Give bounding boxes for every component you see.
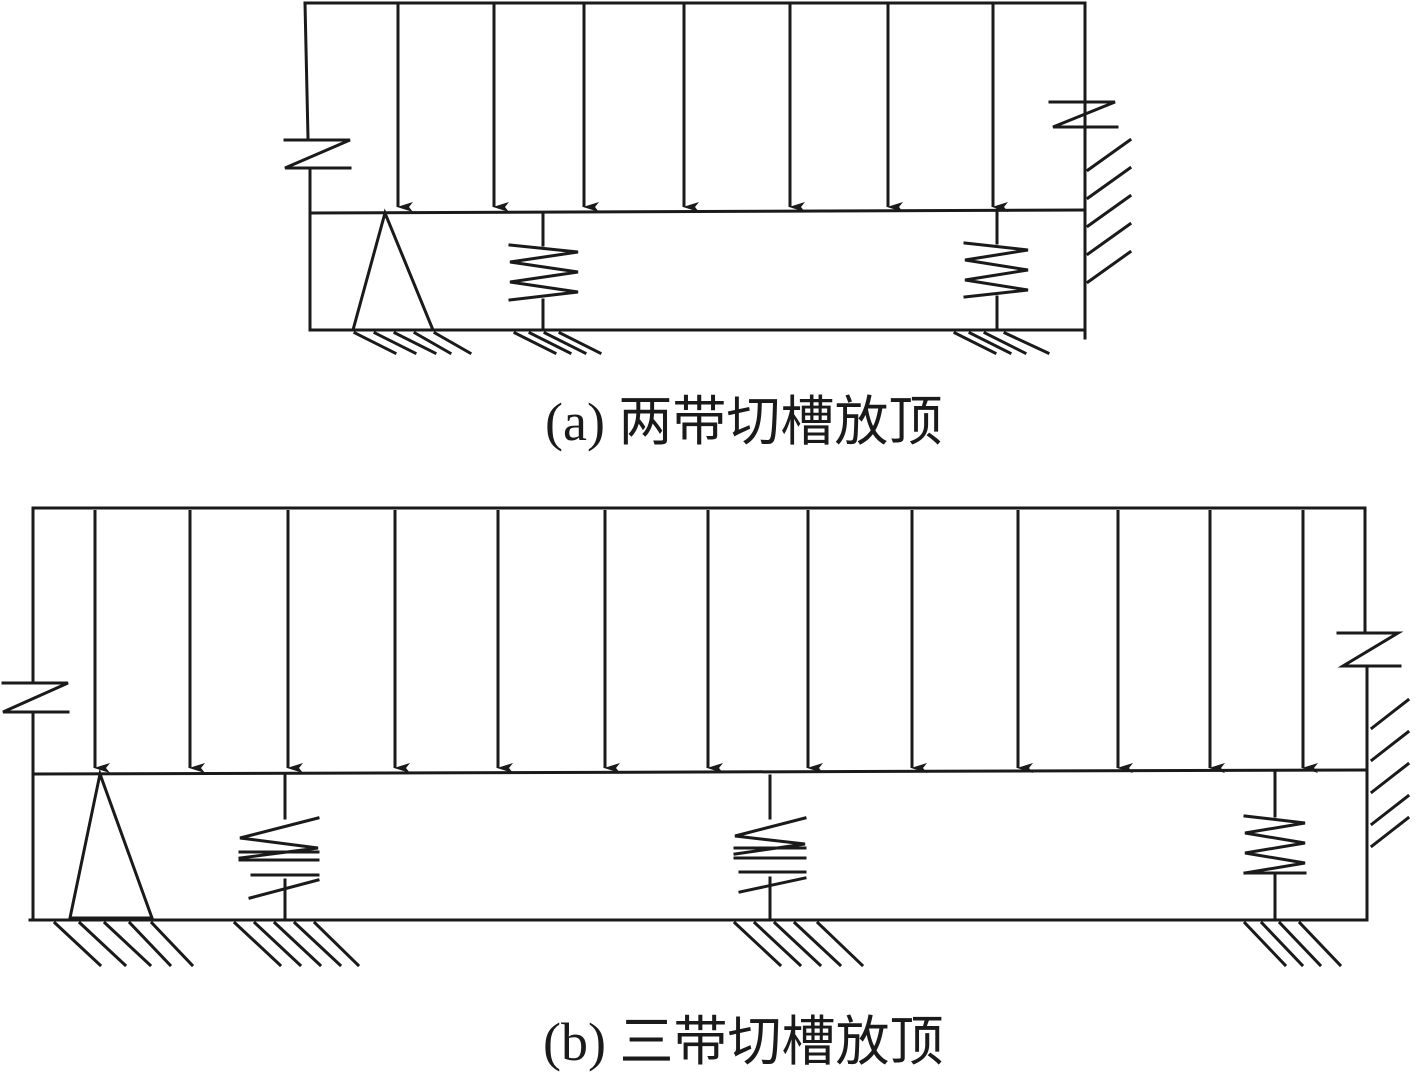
panel-a-frame [303,1,1087,340]
panel-b-support-2 [733,774,807,920]
panel-b-load-arrows [93,510,1318,773]
panel-b-support-1 [238,772,320,920]
panel-a-caption: (a) 两带切槽放顶 [545,392,943,452]
panel-a-ground-hatch-2 [512,330,603,356]
panel-a-spring-1 [508,211,579,332]
panel-b-caption: (b) 三带切槽放顶 [543,1012,944,1072]
panel-a-right-wall-hatch [1085,137,1133,285]
panel-b-left-break-symbol [1,681,70,714]
panel-b-right-wall-hatch [1369,697,1411,849]
panel-b-roof-beam [31,768,1369,776]
panel-a-ground-hatch-3 [952,330,1050,356]
panel-a-triangle-support [351,208,436,332]
panel-b-right-break-symbol [1336,631,1404,668]
panel-b-frame [31,506,1367,682]
panel-a-left-break-symbol [283,138,352,170]
panel-a-right-break-symbol [1048,100,1119,129]
panel-b-ground-hatch-4 [1242,920,1343,968]
panel-b-ground-hatch-1 [52,920,195,968]
panel-b-triangle-support [68,768,155,920]
panel-a-ground-hatch-1 [352,330,473,356]
panel-a-roof-beam [308,208,1087,215]
panel-b-ground-hatch-2 [232,920,361,968]
panel-a-diagram [283,1,1133,356]
panel-b-ground-hatch-3 [732,920,865,968]
panel-b-spring-3 [1243,770,1307,920]
panel-a-load-arrows [396,4,1008,212]
panel-a-spring-2 [963,208,1029,332]
panel-b-diagram [1,506,1411,968]
